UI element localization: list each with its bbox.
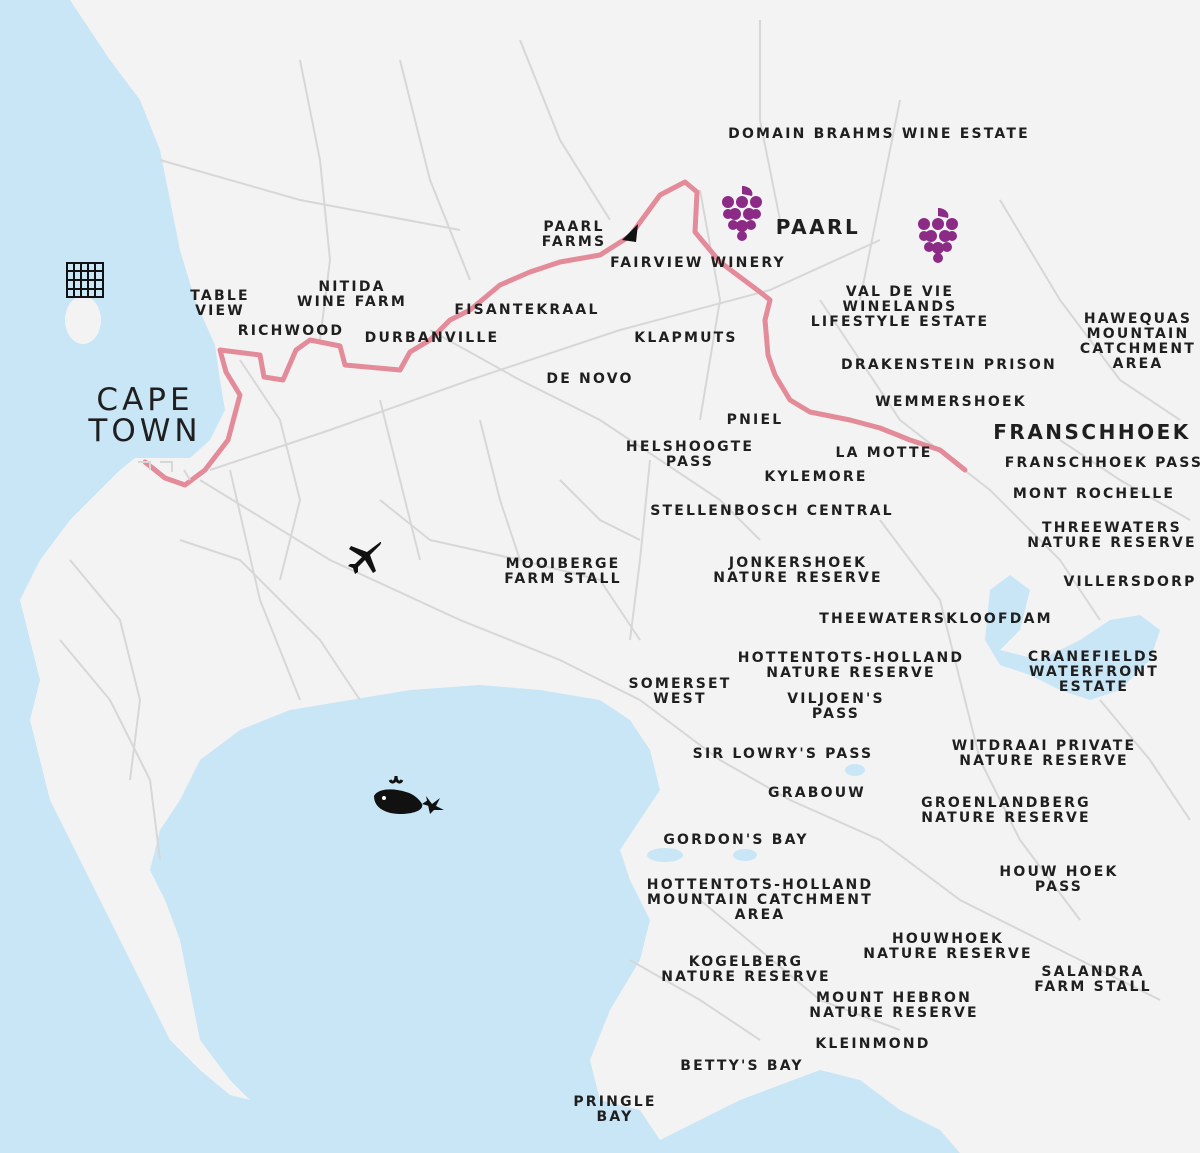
robben-island	[65, 296, 101, 344]
label-villiersdorp: VILLERSDORP	[1063, 574, 1197, 590]
label-salandra: SALANDRA FARM STALL	[1034, 964, 1152, 995]
label-franschhoek: FRANSCHHOEK	[993, 420, 1191, 444]
label-hottentots-holland-nr: HOTTENTOTS-HOLLAND NATURE RESERVE	[737, 650, 965, 681]
label-pniel: PNIEL	[726, 412, 784, 428]
label-kleinmond: KLEINMOND	[815, 1036, 931, 1052]
label-stellenbosch-central: STELLENBOSCH CENTRAL	[650, 503, 894, 519]
label-houw-hoek-pass: HOUW HOEK PASS	[999, 864, 1119, 895]
label-fairview-winery: FAIRVIEW WINERY	[610, 255, 786, 271]
label-klapmuts: KLAPMUTS	[634, 330, 738, 346]
label-somerset-west: SOMERSET WEST	[628, 676, 732, 707]
label-mont-rochelle: MONT ROCHELLE	[1012, 486, 1176, 502]
label-cranefields: CRANEFIELDS WATERFRONT ESTATE	[1027, 649, 1161, 695]
theewaterskloof-dam	[985, 575, 1160, 700]
label-val-de-vie: VAL DE VIE WINELANDS LIFESTYLE ESTATE	[810, 284, 990, 330]
label-gordons-bay: GORDON'S BAY	[663, 832, 809, 848]
label-threewaters: THREEWATERS NATURE RESERVE	[1027, 520, 1197, 551]
small-dam-3	[845, 764, 865, 776]
small-dam-2	[733, 849, 757, 861]
label-franschhoek-pass: FRANSCHHOEK PASS	[1004, 455, 1200, 471]
label-nitida: NITIDA WINE FARM	[296, 279, 408, 310]
label-hawequas: HAWEQUAS MOUNTAIN CATCHMENT AREA	[1079, 311, 1197, 372]
label-wemmershoek: WEMMERSHOEK	[875, 394, 1027, 410]
label-grabouw: GRABOUW	[768, 785, 866, 801]
label-witdraai: WITDRAAI PRIVATE NATURE RESERVE	[951, 738, 1137, 769]
label-drakenstein-prison: DRAKENSTEIN PRISON	[841, 357, 1057, 373]
label-kylemore: KYLEMORE	[764, 469, 868, 485]
whale-icon	[374, 775, 444, 814]
direction-arrow-icon	[622, 224, 638, 242]
label-jonkershoek: JONKERSHOEK NATURE RESERVE	[713, 555, 883, 586]
label-viljoens-pass: VILJOEN'S PASS	[787, 691, 885, 722]
label-houwhoek-nr: HOUWHOEK NATURE RESERVE	[863, 931, 1033, 962]
label-hottentots-holland-mca: HOTTENTOTS-HOLLAND MOUNTAIN CATCHMENT AR…	[646, 877, 874, 923]
grapes-icon	[722, 186, 762, 241]
label-la-motte: LA MOTTE	[835, 445, 933, 461]
label-sir-lowrys-pass: SIR LOWRY'S PASS	[692, 746, 874, 762]
prison-icon	[66, 262, 104, 298]
route-line	[142, 179, 968, 488]
label-theewaterskloofdam: THEEWATERSKLOOFDAM	[819, 611, 1053, 627]
label-domain-brahms: DOMAIN BRAHMS WINE ESTATE	[728, 126, 1030, 142]
small-dam-1	[647, 848, 683, 862]
label-cape-town: CAPE TOWN	[88, 382, 202, 449]
harbour	[138, 461, 191, 481]
label-bettys-bay: BETTY'S BAY	[680, 1058, 804, 1074]
grapes-icon	[918, 208, 958, 263]
label-kogelberg: KOGELBERG NATURE RESERVE	[661, 954, 831, 985]
label-table-view: TABLE VIEW	[190, 288, 250, 319]
label-richwood: RICHWOOD	[237, 323, 345, 339]
label-pringle-bay: PRINGLE BAY	[573, 1094, 657, 1125]
label-de-novo: DE NOVO	[546, 371, 634, 387]
label-fisantekraal: FISANTEKRAAL	[454, 302, 600, 318]
label-paarl-farms: PAARL FARMS	[541, 219, 607, 250]
road-network	[59, 20, 1191, 1041]
label-helshoogte-pass: HELSHOOGTE PASS	[625, 439, 755, 470]
airplane-icon	[348, 541, 382, 574]
label-mount-hebron: MOUNT HEBRON NATURE RESERVE	[809, 990, 979, 1021]
land-mass	[20, 0, 1200, 1153]
label-groenlandberg: GROENLANDBERG NATURE RESERVE	[921, 795, 1091, 826]
label-durbanville: DURBANVILLE	[364, 330, 500, 346]
label-paarl: PAARL	[775, 215, 861, 239]
label-mooiberge: MOOIBERGE FARM STALL	[504, 556, 622, 587]
